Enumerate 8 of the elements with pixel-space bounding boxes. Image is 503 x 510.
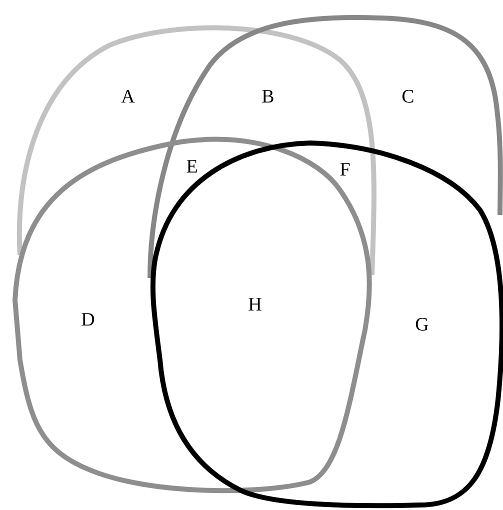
region-label: B bbox=[262, 88, 274, 106]
region-label: A bbox=[121, 88, 135, 106]
region-label: E bbox=[186, 158, 198, 176]
region-label: G bbox=[415, 316, 429, 334]
region-label: C bbox=[402, 88, 414, 106]
region-label: D bbox=[81, 310, 95, 330]
region-label: F bbox=[340, 160, 350, 180]
region-label: H bbox=[248, 296, 262, 314]
